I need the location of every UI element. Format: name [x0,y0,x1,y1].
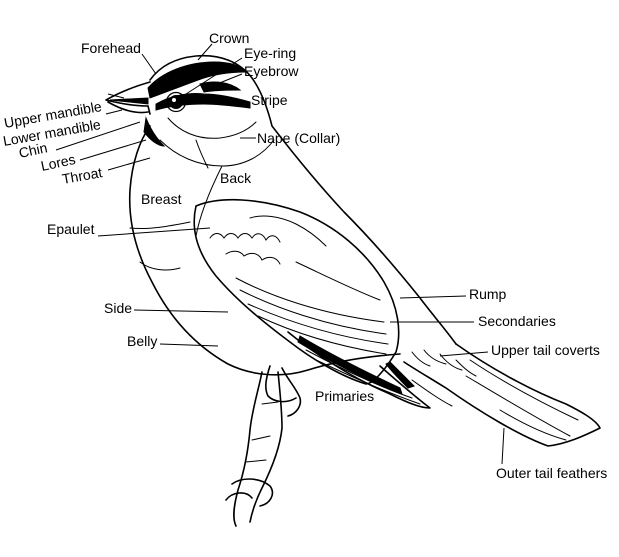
label-breast: Breast [141,191,182,207]
head-back-outline [149,54,457,345]
label-secondaries: Secondaries [478,313,556,329]
leader-lower-mandible [105,109,123,115]
leader-upper-mandible [107,93,125,99]
branch [225,371,283,527]
wing [193,199,400,385]
label-belly: Belly [127,333,157,349]
label-throat: Throat [61,164,104,187]
label-outer-tail-feathers: Outer tail feathers [496,465,607,481]
feet [265,365,302,417]
primaries-feathers [287,331,431,409]
label-nape: Nape (Collar) [257,130,340,146]
label-crown: Crown [209,30,249,46]
leader-lines [55,43,505,465]
bird-illustration [105,54,601,527]
label-forehead: Forehead [81,40,141,56]
eye-ring [165,91,187,113]
leader-eye-ring [185,57,243,95]
chin-patch [143,116,166,147]
beak [105,81,151,115]
leader-rump [399,295,467,299]
leader-lores [79,139,147,161]
leader-forehead [141,53,157,75]
label-epaulet: Epaulet [47,221,95,237]
label-rump: Rump [469,286,507,302]
leader-throat [107,157,151,171]
label-stripe: Stripe [251,92,288,108]
label-primaries: Primaries [315,388,374,404]
label-chin: Chin [17,139,48,161]
eye [169,95,183,109]
leader-eyebrow [211,73,243,87]
leader-chin [55,121,141,151]
label-lores: Lores [39,151,77,174]
body-outline [128,125,401,376]
leader-upper-tail-coverts [439,351,489,357]
leader-side [133,309,229,313]
leader-epaulet [97,227,211,237]
leader-belly [159,343,219,347]
label-upper-tail-coverts: Upper tail coverts [491,342,600,358]
label-eyebrow: Eyebrow [244,63,299,79]
label-side: Side [104,300,132,316]
labels: Forehead Crown Eye-ring Eyebrow Stripe U… [2,30,608,481]
label-eye-ring: Eye-ring [244,45,296,61]
label-back: Back [220,170,252,186]
leader-crown [197,43,213,61]
leader-outer-tail-feathers [501,427,505,465]
